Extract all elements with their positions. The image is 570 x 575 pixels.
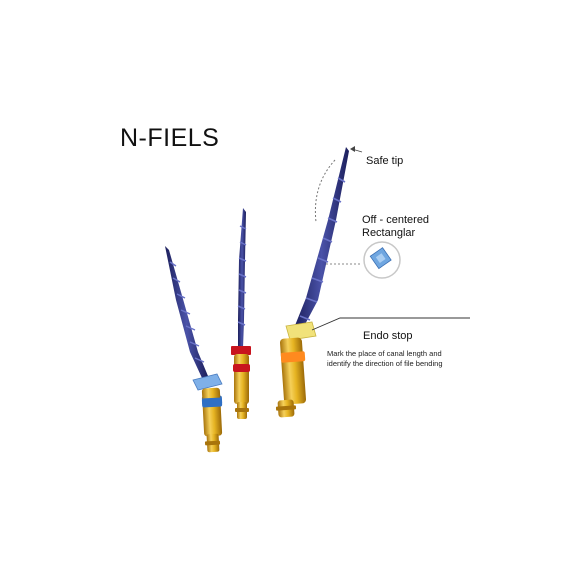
file-right-blade-twist xyxy=(299,177,346,321)
file-right-ring xyxy=(280,351,306,363)
page-title: N-FIELS xyxy=(120,124,220,152)
file-middle-latch xyxy=(235,408,249,412)
endo-stop-desc-line-1: Mark the place of canal length and xyxy=(327,349,442,358)
curvature-dashed-arc xyxy=(314,159,336,223)
off-centered-label: Off - centered Rectanglar xyxy=(362,214,429,240)
file-left xyxy=(165,246,223,453)
file-right-latch xyxy=(275,405,297,411)
endo-stop-leader xyxy=(311,317,470,331)
file-left-blade-twist xyxy=(169,261,205,363)
file-left-handle xyxy=(201,387,223,437)
file-middle-stop xyxy=(231,346,251,355)
file-left-ring-band xyxy=(201,397,223,408)
endo-stop-description: Mark the place of canal length and ident… xyxy=(327,349,467,369)
file-middle-ring xyxy=(233,364,250,372)
file-middle-handle xyxy=(234,354,249,404)
off-centered-line-2: Rectanglar xyxy=(362,227,416,239)
endo-stop-label: Endo stop xyxy=(363,330,413,342)
off-centered-line-1: Off - centered xyxy=(362,214,430,226)
file-middle-blade xyxy=(238,208,246,348)
file-right-blade xyxy=(294,147,349,330)
cross-section-inner xyxy=(375,253,386,263)
file-left-stop xyxy=(192,373,223,391)
file-middle xyxy=(231,208,251,419)
file-right-stop xyxy=(285,321,317,341)
endo-stop-desc-line-2: identify the direction of file bending xyxy=(327,359,443,368)
file-right-handle xyxy=(279,337,307,405)
safe-tip-arrowhead xyxy=(350,146,355,152)
file-right xyxy=(275,147,349,418)
file-middle-blade-twist xyxy=(237,225,247,326)
safe-tip-label: Safe tip xyxy=(366,155,404,167)
file-left-latch xyxy=(204,440,221,446)
